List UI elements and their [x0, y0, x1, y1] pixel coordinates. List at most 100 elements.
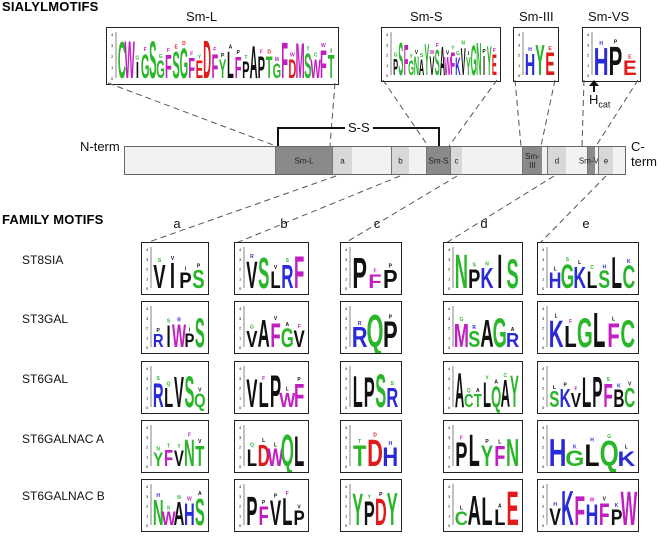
- logo-letter-g: G: [408, 58, 414, 81]
- logo-letter-minor: N: [461, 41, 465, 47]
- logo-y-tick: 0: [542, 405, 545, 410]
- logo-y-tick: 4: [345, 247, 348, 252]
- logo-letter-v: V: [461, 39, 466, 81]
- logo-letter-v: V: [246, 254, 257, 294]
- logo-letter-minor: H: [156, 493, 160, 499]
- logo-letter-g: G: [471, 36, 477, 81]
- logo-y-tick: 1: [111, 65, 114, 70]
- logo-y-tick: 0: [239, 464, 242, 469]
- logo-letter-minor: V: [446, 50, 450, 56]
- logo-y-tick: 1: [146, 276, 149, 281]
- logo-letter-v: V: [430, 52, 435, 81]
- logo-y-tick: 3: [587, 42, 590, 47]
- logo-letter-minor: L: [498, 439, 501, 445]
- logo-letter-minor: I: [185, 267, 187, 273]
- logo-letter-a: A: [174, 497, 185, 531]
- logo-letter-q: Q: [366, 305, 383, 353]
- logo-letter-minor: Y: [198, 54, 202, 60]
- logo-letter-a: A: [419, 55, 424, 81]
- logo-y-tick: 1: [542, 454, 545, 459]
- logo-letter-f: F: [294, 248, 304, 294]
- logo-y-tick: 2: [146, 386, 149, 391]
- logo-letter-minor: Y: [368, 494, 372, 500]
- logo-letter-minor: L: [612, 316, 615, 322]
- logo-letter-a: A: [250, 38, 258, 84]
- logo-letter-f: F: [259, 501, 269, 531]
- hcat-subscript: cat: [598, 99, 611, 110]
- logo-letter-minor: V: [603, 497, 607, 503]
- logo-letter-minor: V: [415, 50, 419, 56]
- logo-y-tick: 3: [345, 435, 348, 440]
- logo-letter-g: G: [577, 310, 593, 353]
- logo-y-tick: 3: [239, 435, 242, 440]
- segment-c: c: [450, 147, 462, 174]
- logo-letter-minor: A: [198, 491, 202, 497]
- logo-y-tick: 4: [239, 306, 242, 311]
- logo-letter-minor: P: [297, 377, 301, 383]
- logo-letter-h: H: [184, 498, 195, 531]
- logo-letter-d: D: [203, 31, 211, 84]
- logo-y-tick: 4: [448, 306, 451, 311]
- logo-letter-q: Q: [600, 433, 619, 472]
- logo-letter-minor: W: [430, 50, 435, 56]
- logo-letter-minor: S: [566, 257, 570, 263]
- logo-y-tick: 3: [146, 435, 149, 440]
- logo-letter-minor: F: [188, 433, 191, 439]
- logo-y-tick: 1: [448, 513, 451, 518]
- logo-letter-k: K: [561, 481, 574, 531]
- logo-letter-s: S: [304, 46, 311, 84]
- logo-letter-minor: N: [156, 446, 160, 452]
- segment-sm-s: Sm-S: [426, 147, 450, 174]
- logo-letter-minor: N: [177, 495, 181, 501]
- logo-y-tick: 1: [518, 63, 521, 68]
- logo-letter-minor: C: [314, 53, 318, 59]
- logo-y-tick: 2: [448, 267, 451, 272]
- logo-letter-minor: H: [602, 264, 606, 270]
- logo-letter-s: S: [375, 364, 386, 413]
- logo-letter-minor: T: [244, 55, 247, 61]
- logo-y-tick: 1: [239, 513, 242, 518]
- logo-letter-minor: K: [615, 503, 619, 509]
- logo-y-tick: 4: [518, 32, 521, 37]
- logo-letter-minor: E: [628, 54, 632, 60]
- logo-letter-p: P: [179, 270, 191, 294]
- logo-letter-minor: S: [158, 258, 162, 264]
- logo-letter-q: Q: [281, 426, 294, 472]
- logo-letter-minor: L: [578, 260, 581, 266]
- logo-y-tick: 2: [542, 445, 545, 450]
- logo-letter-minor: R: [250, 254, 254, 260]
- logo-letter-h: H: [594, 40, 609, 81]
- logo-letter-n: N: [153, 492, 164, 531]
- logo-y-tick: 1: [587, 63, 590, 68]
- logo-y-tick: 2: [146, 326, 149, 331]
- logo-y-tick: 3: [111, 43, 114, 48]
- logo-letter-minor: A: [229, 44, 233, 50]
- logo-letter-p: P: [364, 369, 375, 413]
- logo-letter-minor: Q: [467, 388, 471, 394]
- logo-y-tick: 1: [386, 63, 389, 68]
- logo-letter-f: F: [368, 271, 381, 293]
- logo-y-tick: 0: [146, 523, 149, 528]
- logo-letter-i: I: [497, 244, 502, 294]
- row-label-st6gal: ST6GAL: [22, 372, 69, 386]
- logo-letter-l: L: [294, 428, 304, 472]
- logo-y-tick: 0: [239, 286, 242, 291]
- logo-letter-minor: S: [606, 377, 610, 383]
- logo-letter-f: F: [574, 487, 585, 531]
- segment-e: e: [598, 147, 613, 174]
- logo-letter-y: Y: [424, 35, 429, 81]
- logo-letter-s: S: [398, 35, 403, 81]
- logo-letter-h: H: [525, 48, 535, 81]
- logo-y-tick: 0: [146, 345, 149, 350]
- column-header-a: a: [173, 216, 181, 231]
- logo-y-tick: 0: [345, 523, 348, 528]
